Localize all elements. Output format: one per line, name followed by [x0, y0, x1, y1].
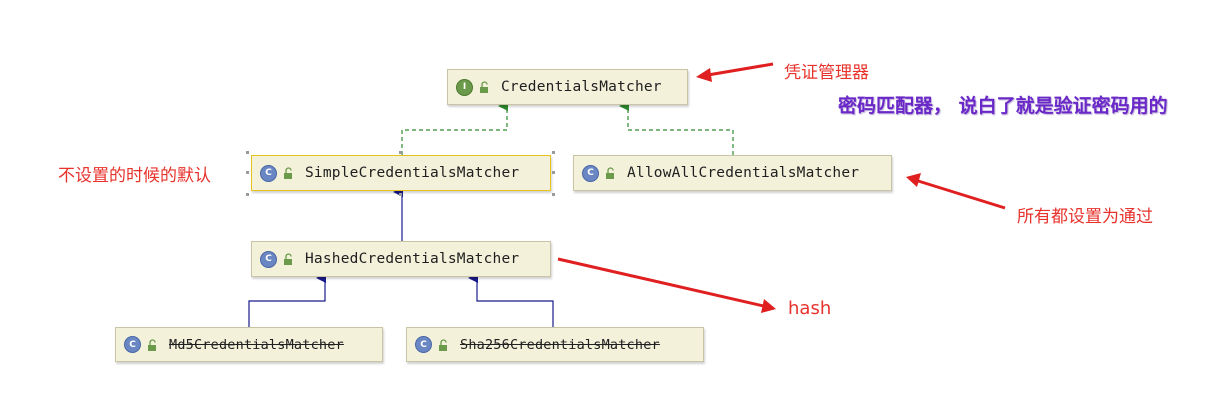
annotation-arrow-hash [557, 257, 769, 309]
class-name: Md5CredentialsMatcher [169, 336, 344, 353]
class-name: HashedCredentialsMatcher [305, 251, 520, 267]
annotation-arrowhead-all-pass [906, 173, 921, 187]
selection-handle[interactable] [246, 171, 249, 174]
class-icon: C [260, 250, 277, 268]
class-icon: C [124, 336, 141, 353]
node-simple-credentials-matcher[interactable]: C SimpleCredentialsMatcher [251, 155, 551, 191]
implements-edge-simple [401, 101, 508, 155]
annotation-default-when-unset: 不设置的时候的默认 [58, 166, 211, 186]
annotation-password-matcher-summary: 密码匹配器， 说白了就是验证密码用的 [838, 95, 1168, 117]
annotation-arrowhead-hash [761, 299, 776, 313]
selection-handle[interactable] [552, 171, 555, 174]
unlock-icon [480, 81, 488, 93]
selection-handle[interactable] [552, 193, 555, 196]
node-sha256-credentials-matcher[interactable]: C Sha256CredentialsMatcher [406, 327, 704, 362]
annotation-all-pass: 所有都设置为通过 [1017, 207, 1153, 227]
unlock-icon [284, 253, 292, 265]
unlock-icon [148, 338, 156, 351]
selection-handle[interactable] [246, 151, 249, 154]
class-name: AllowAllCredentialsMatcher [627, 165, 860, 181]
annotation-arrowhead-credentials-manager [696, 68, 712, 82]
annotation-hash: hash [788, 298, 832, 319]
extends-edge-sha256 [468, 273, 554, 327]
annotation-arrow-all-pass [914, 178, 1006, 210]
unlock-icon [284, 167, 292, 179]
annotation-credentials-manager: 凭证管理器 [784, 63, 869, 83]
class-name: SimpleCredentialsMatcher [305, 165, 520, 181]
node-credentials-matcher[interactable]: I CredentialsMatcher [447, 69, 688, 105]
node-md5-credentials-matcher[interactable]: C Md5CredentialsMatcher [115, 327, 383, 362]
unlock-icon [439, 338, 447, 351]
class-name: Sha256CredentialsMatcher [460, 336, 660, 353]
class-icon: C [415, 336, 432, 353]
interface-icon: I [456, 78, 473, 96]
selection-handle[interactable] [246, 193, 249, 196]
class-icon: C [582, 164, 599, 182]
node-hashed-credentials-matcher[interactable]: C HashedCredentialsMatcher [251, 241, 551, 277]
node-allow-all-credentials-matcher[interactable]: C AllowAllCredentialsMatcher [573, 155, 892, 191]
class-name: CredentialsMatcher [501, 79, 662, 95]
extends-edge-md5 [248, 273, 326, 327]
selection-handle[interactable] [399, 193, 402, 196]
unlock-icon [606, 167, 614, 179]
selection-handle[interactable] [399, 151, 402, 154]
annotation-arrow-credentials-manager [701, 62, 774, 78]
selection-handle[interactable] [552, 151, 555, 154]
class-icon: C [260, 164, 277, 182]
implements-edge-allowall [619, 101, 734, 155]
